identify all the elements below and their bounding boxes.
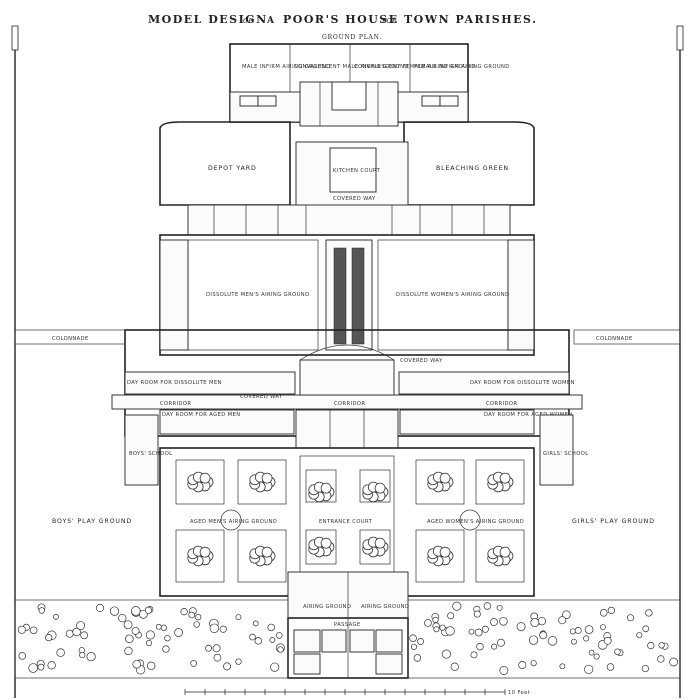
title-part-6: TOWN PARISHES. <box>404 13 537 26</box>
corridor-right-label: CORRIDOR <box>486 401 517 407</box>
tree-icons <box>17 601 678 675</box>
main-block: COVERED WAY COVERED WAY CORRIDOR CORRIDO… <box>111 329 583 449</box>
title-part-2: OF <box>243 17 253 25</box>
colonnade-right-label: COLONNADE <box>596 336 633 342</box>
infirmary-block: MALE INFIRM AIRING GROUND CONVALESCENT M… <box>229 43 510 127</box>
conv-female-label: CONVALESCENT FEMALE AIRING GROUND <box>354 64 476 70</box>
girls-school-label: GIRLS' SCHOOL <box>543 451 588 457</box>
covered-way-right-label: COVERED WAY <box>400 358 443 364</box>
upper-courts: KITCHEN COURT COVERED WAY DEPOT YARD BLE… <box>159 121 535 211</box>
lower-gardens: AGED MEN'S AIRING GROUND ENTRANCE COURT … <box>159 447 535 597</box>
female-infirm-label: FEMALE INFIRM AIRING GROUND <box>414 64 510 70</box>
conv-male-label: CONVALESCENT MALE AIRING GROUND <box>294 64 409 70</box>
boys-play-ground-label: BOYS' PLAY GROUND <box>52 518 132 525</box>
day-room-dissolute-women-label: DAY ROOM FOR DISSOLUTE WOMEN <box>470 380 575 386</box>
girls-play-ground-label: GIRLS' PLAY GROUND <box>572 518 655 525</box>
corridor-mid-label: CORRIDOR <box>334 401 365 407</box>
covered-way-top-label: COVERED WAY <box>333 196 376 202</box>
aged-women-label: AGED WOMEN'S AIRING GROUND <box>427 519 524 525</box>
entrance-block: AIRING GROUND AIRING GROUND PASSAGE <box>287 571 409 679</box>
front-gardens <box>14 599 681 679</box>
title-part-3: A <box>266 16 275 26</box>
airing-ground-right-label: AIRING GROUND <box>361 604 409 610</box>
airing-ground-left-label: AIRING GROUND <box>303 604 351 610</box>
offices-row <box>187 204 511 236</box>
boundary-walls <box>11 25 684 698</box>
corridor-left-label: CORRIDOR <box>160 401 191 407</box>
dissolute-block: DISSOLUTE MEN'S AIRING GROUND DISSOLUTE … <box>159 234 535 356</box>
bleaching-green-label: BLEACHING GREEN <box>436 165 509 172</box>
dissolute-men-label: DISSOLUTE MEN'S AIRING GROUND <box>206 292 309 298</box>
depot-yard-label: DEPOT YARD <box>208 165 257 172</box>
male-infirm-label: MALE INFIRM AIRING GROUND <box>242 64 331 70</box>
title: MODEL DESIGN OF A POOR'S HOUSE FOR TOWN … <box>148 13 537 26</box>
shrub-icons <box>187 471 514 567</box>
subtitle: GROUND PLAN. <box>322 34 382 41</box>
title-part-5: FOR <box>381 17 397 25</box>
covered-way-left-label: COVERED WAY <box>240 394 283 400</box>
aged-men-label: AGED MEN'S AIRING GROUND <box>190 519 277 525</box>
kitchen-court-label: KITCHEN COURT <box>333 168 381 174</box>
scale-label: 10 Feet <box>508 690 530 696</box>
day-room-aged-women-label: DAY ROOM FOR AGED WOMEN <box>484 412 573 418</box>
day-room-dissolute-men-label: DAY ROOM FOR DISSOLUTE MEN <box>127 380 222 386</box>
colonnade-left-label: COLONNADE <box>52 336 89 342</box>
passage-label: PASSAGE <box>334 622 361 628</box>
dissolute-women-label: DISSOLUTE WOMEN'S AIRING GROUND <box>396 292 509 298</box>
school-wings: BOYS' SCHOOL GIRLS' SCHOOL <box>124 414 588 486</box>
title-part-4: POOR'S HOUSE <box>283 13 399 26</box>
entrance-court-label: ENTRANCE COURT <box>319 519 373 525</box>
title-part-1: MODEL DESIGN <box>148 13 268 26</box>
day-room-aged-men-label: DAY ROOM FOR AGED MEN <box>162 412 241 418</box>
boys-school-label: BOYS' SCHOOL <box>129 451 172 457</box>
scale-bar: 10 Feet <box>184 689 530 696</box>
